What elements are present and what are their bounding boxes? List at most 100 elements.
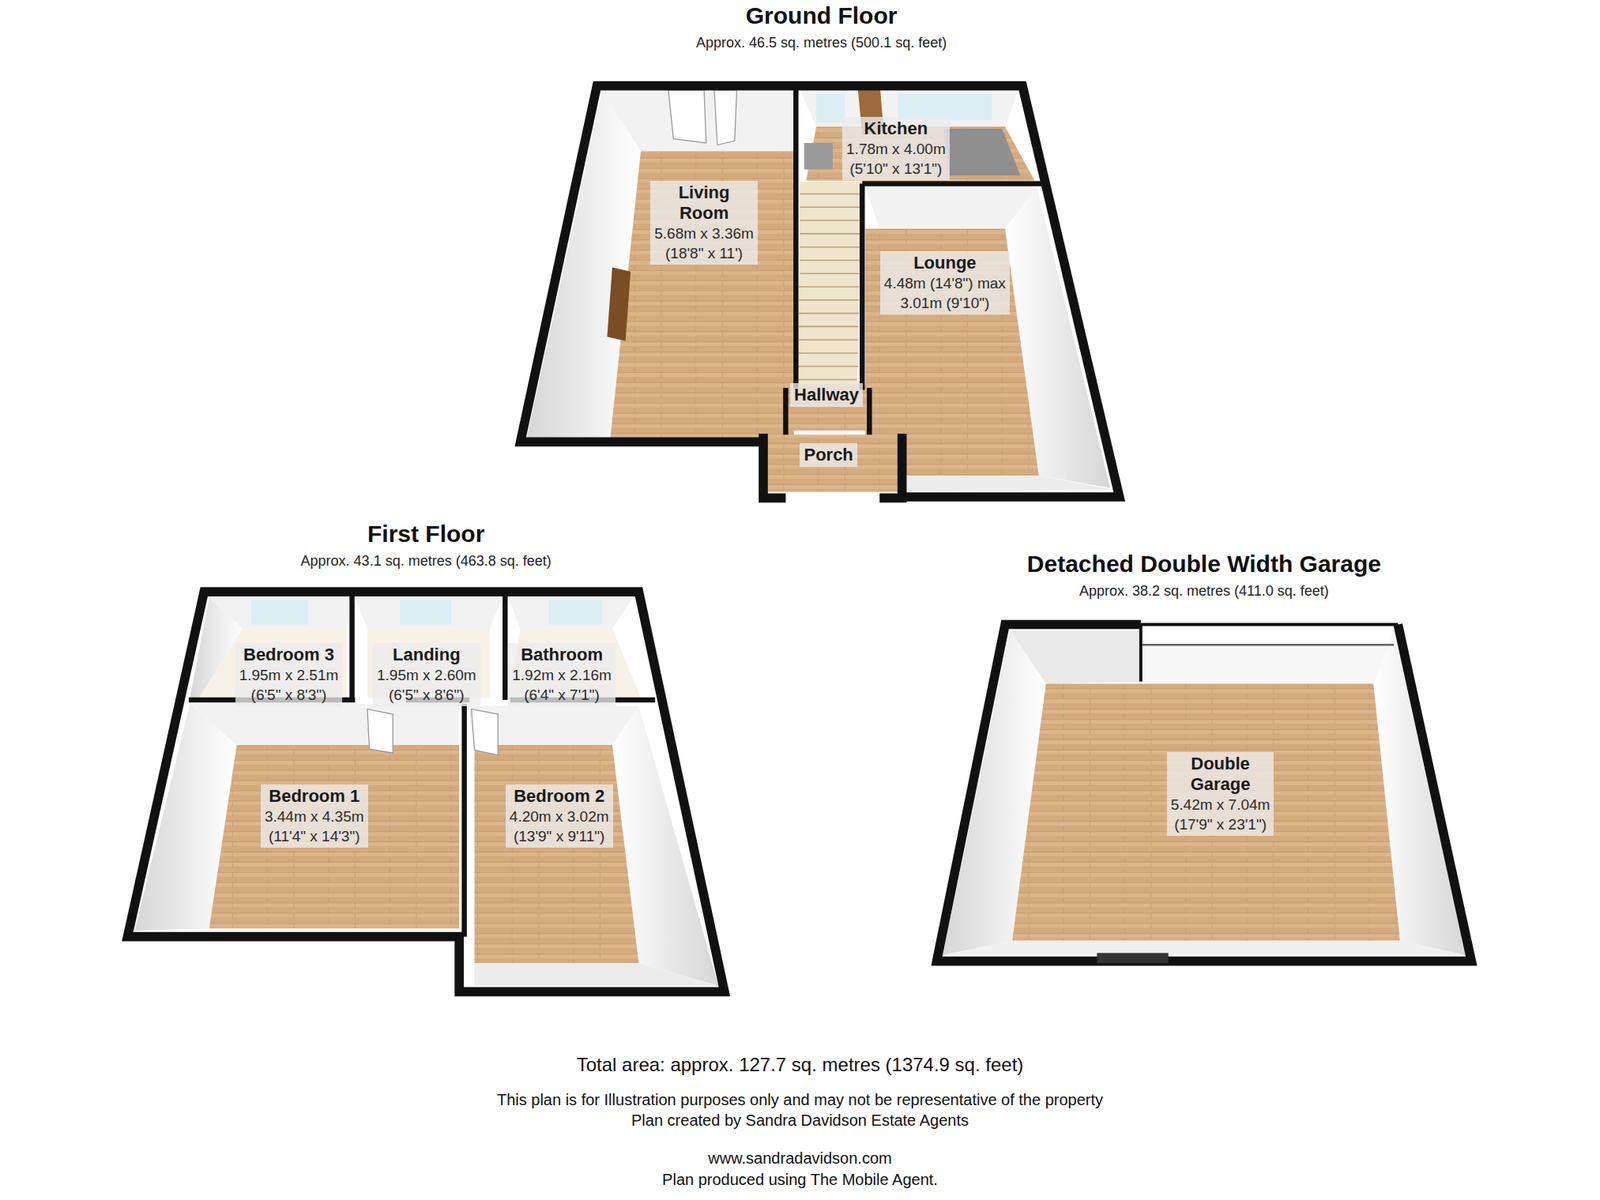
room-dimension: 5.42m x 7.04m bbox=[1170, 794, 1271, 815]
room-dimension: 1.92m x 2.16m bbox=[512, 665, 612, 686]
first-floor-plan-part bbox=[399, 600, 452, 625]
room-name: Bedroom 1 bbox=[264, 786, 365, 807]
garage-plan bbox=[937, 624, 1472, 964]
room-label: Kitchen1.78m x 4.00m(5'10" x 13'1") bbox=[842, 116, 950, 181]
floor-plan: Ground FloorApprox. 46.5 sq. metres (500… bbox=[515, 2, 1128, 503]
ground-floor-plan-part bbox=[783, 384, 870, 431]
garage-plan-part bbox=[1140, 624, 1398, 682]
footer-note: www.sandradavidson.com bbox=[0, 1148, 1600, 1169]
ground-floor-plan-part bbox=[668, 90, 707, 144]
floor-title: Ground Floor bbox=[515, 2, 1128, 30]
room-name: Kitchen bbox=[846, 118, 946, 140]
first-floor-plan-part bbox=[471, 709, 499, 756]
first-floor-plan-part bbox=[251, 600, 309, 625]
ground-floor-plan-part bbox=[767, 434, 898, 492]
room-dimension: 4.48m (14'8") max bbox=[884, 273, 1006, 294]
first-floor-plan-part bbox=[209, 745, 460, 929]
footer-note: Plan produced using The Mobile Agent. bbox=[0, 1169, 1600, 1190]
room-label: Lounge4.48m (14'8") max3.01m (9'10") bbox=[880, 251, 1010, 315]
floor-title: Detached Double Width Garage bbox=[930, 550, 1478, 578]
garage-plan-part bbox=[942, 941, 1465, 956]
room-dimension: 3.44m x 4.35m bbox=[264, 806, 365, 827]
room-dimension: (13'9" x 9'11") bbox=[509, 826, 610, 847]
room-dimension: (11'4" x 14'3") bbox=[264, 826, 365, 847]
room-label: Living Room5.68m x 3.36m(18'8" x 11') bbox=[650, 180, 758, 265]
room-name: Lounge bbox=[884, 252, 1006, 274]
first-floor-plan bbox=[127, 591, 725, 992]
room-dimension: (6'5" x 8'6") bbox=[376, 685, 477, 705]
room-label: Landing1.95m x 2.60m(6'5" x 8'6") bbox=[372, 643, 481, 707]
room: Hallway bbox=[785, 375, 870, 422]
first-floor-plan-part bbox=[354, 598, 502, 629]
room-name: Living Room bbox=[664, 182, 744, 224]
garage-plan-part bbox=[1012, 683, 1401, 941]
ground-floor-plan-part bbox=[520, 86, 1120, 499]
room-dimension: (6'5" x 8'3") bbox=[239, 685, 339, 705]
room-dimension: 1.95m x 2.51m bbox=[239, 665, 339, 686]
ground-floor-plan-part bbox=[816, 94, 845, 123]
floor-heading: Ground FloorApprox. 46.5 sq. metres (500… bbox=[515, 2, 1128, 52]
first-floor-plan-part bbox=[127, 591, 725, 992]
ground-floor-plan-part bbox=[785, 86, 1043, 436]
room-name: Bathroom bbox=[512, 644, 612, 666]
garage-plan-part bbox=[937, 624, 1472, 961]
room: Bedroom 13.44m x 4.35m(11'4" x 14'3") bbox=[137, 704, 461, 935]
ground-floor-plan-part bbox=[606, 267, 631, 341]
ground-floor-plan-part bbox=[798, 194, 861, 381]
first-floor-plan-part bbox=[127, 591, 725, 992]
room-name: Porch bbox=[803, 444, 853, 466]
room-dimension: 1.78m x 4.00m bbox=[846, 139, 946, 159]
room: Porch bbox=[763, 434, 900, 497]
room-name: Landing bbox=[376, 644, 477, 666]
room: Bedroom 24.20m x 3.02m(13'9" x 9'11") bbox=[465, 706, 721, 991]
room: Kitchen1.78m x 4.00m(5'10" x 13'1") bbox=[805, 91, 1033, 184]
first-floor-plan-part bbox=[508, 598, 633, 629]
room-label: Bedroom 13.44m x 4.35m(11'4" x 14'3") bbox=[260, 784, 369, 848]
room: Bedroom 31.95m x 2.51m(6'5" x 8'3") bbox=[207, 594, 352, 713]
room-name: Hallway bbox=[794, 384, 859, 406]
ground-floor-plan-part bbox=[609, 150, 794, 439]
first-floor-plan-part bbox=[188, 591, 656, 938]
first-floor-plan-part bbox=[549, 600, 603, 625]
room-label: Hallway bbox=[790, 383, 863, 407]
footer-note: Plan created by Sandra Davidson Estate A… bbox=[0, 1110, 1600, 1131]
ground-floor-plan-part bbox=[714, 90, 737, 146]
first-floor-plan-part bbox=[474, 963, 720, 986]
ground-floor-plan bbox=[520, 81, 1120, 498]
room: Living Room5.68m x 3.36m(18'8" x 11') bbox=[525, 90, 795, 441]
floor-area: Approx. 46.5 sq. metres (500.1 sq. feet) bbox=[515, 33, 1128, 52]
room-dimension: 3.01m (9'10") bbox=[884, 293, 1006, 313]
room-dimension: 4.20m x 3.02m bbox=[509, 806, 610, 827]
first-floor-plan-part bbox=[367, 709, 393, 754]
room-dimension: 1.95m x 2.60m bbox=[376, 665, 477, 686]
ground-floor-plan-part bbox=[804, 143, 833, 170]
room-label: Porch bbox=[799, 443, 857, 467]
first-floor-plan-part bbox=[189, 704, 460, 746]
floor-heading: First FloorApprox. 43.1 sq. metres (463.… bbox=[122, 520, 730, 570]
garage-plan-part bbox=[1140, 643, 1394, 647]
ground-floor-plan-part bbox=[520, 86, 1120, 499]
room: Landing1.95m x 2.60m(6'5" x 8'6") bbox=[352, 594, 506, 713]
room-label: Double Garage5.42m x 7.04m(17'9" x 23'1"… bbox=[1167, 752, 1275, 836]
room-label: Bedroom 31.95m x 2.51m(6'5" x 8'3") bbox=[235, 643, 343, 707]
room-name: Bedroom 2 bbox=[509, 786, 610, 807]
room-dimension: (18'8" x 11') bbox=[654, 243, 754, 264]
room-dimension: (6'4" x 7'1") bbox=[512, 685, 612, 705]
floor-heading: Detached Double Width GarageApprox. 38.2… bbox=[930, 550, 1478, 600]
room: Double Garage5.42m x 7.04m(17'9" x 23'1"… bbox=[941, 624, 1472, 961]
room-dimension: (5'10" x 13'1") bbox=[846, 158, 946, 179]
floor-plan: First FloorApprox. 43.1 sq. metres (463.… bbox=[122, 520, 730, 998]
room-name: Double Garage bbox=[1181, 753, 1261, 795]
total-area-caption: Total area: approx. 127.7 sq. metres (13… bbox=[0, 1054, 1600, 1077]
room-label: Bedroom 24.20m x 3.02m(13'9" x 9'11") bbox=[505, 784, 614, 848]
floor-plan: Detached Double Width GarageApprox. 38.2… bbox=[930, 550, 1478, 968]
room-name: Bedroom 3 bbox=[239, 644, 339, 666]
first-floor-plan-part bbox=[474, 745, 640, 964]
floor-area: Approx. 43.1 sq. metres (463.8 sq. feet) bbox=[122, 552, 730, 570]
room-dimension: (17'9" x 23'1") bbox=[1170, 814, 1271, 835]
floor-area: Approx. 38.2 sq. metres (411.0 sq. feet) bbox=[930, 582, 1478, 600]
room: Bathroom1.92m x 2.16m(6'4" x 7'1") bbox=[504, 594, 640, 713]
ground-floor-plan-part bbox=[798, 181, 862, 384]
room-label: Bathroom1.92m x 2.16m(6'4" x 7'1") bbox=[508, 643, 616, 707]
